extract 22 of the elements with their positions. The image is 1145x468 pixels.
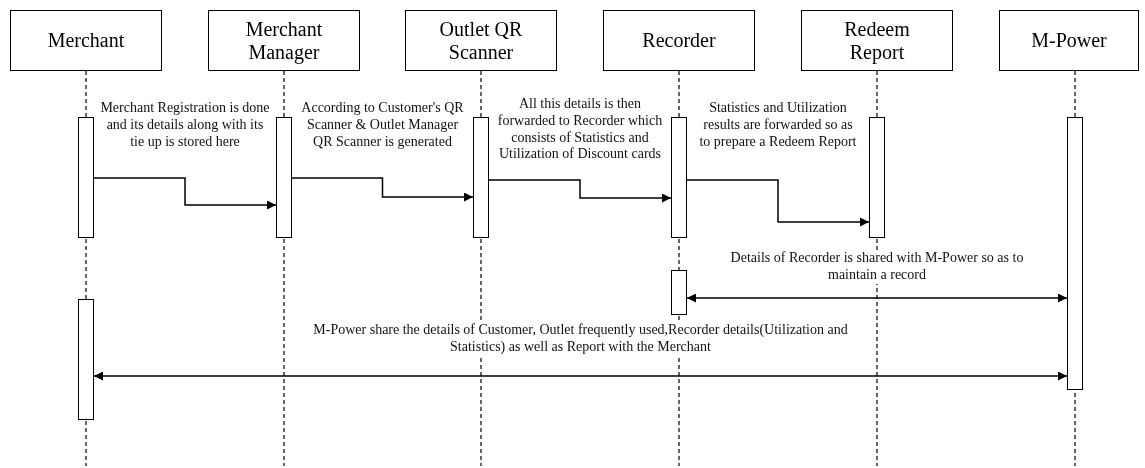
message-arrow bbox=[686, 293, 1068, 303]
activation-bar bbox=[78, 117, 94, 238]
activation-bar bbox=[671, 270, 687, 315]
participant-box: Merchant Manager bbox=[208, 10, 360, 71]
message-arrow bbox=[93, 371, 1068, 381]
message-arrow bbox=[686, 179, 870, 227]
activation-bar bbox=[473, 117, 489, 238]
activation-bar bbox=[869, 117, 885, 238]
activation-bar bbox=[78, 299, 94, 420]
message-arrow bbox=[488, 179, 672, 203]
activation-bar bbox=[276, 117, 292, 238]
participant-box: Recorder bbox=[603, 10, 755, 71]
activation-bar bbox=[1067, 117, 1083, 390]
participant-box: Redeem Report bbox=[801, 10, 953, 71]
activation-bar bbox=[671, 117, 687, 238]
message-label: Merchant Registration is done and its details along with its tie up is stored here bbox=[98, 100, 272, 151]
participant-box: M-Power bbox=[999, 10, 1139, 71]
participant-box: Outlet QR Scanner bbox=[405, 10, 557, 71]
message-arrow bbox=[291, 177, 474, 202]
message-label: Statistics and Utilization results are forwarded so as to prepare a Redeem Report bbox=[696, 100, 860, 151]
message-arrow bbox=[93, 177, 277, 210]
participant-box: Merchant bbox=[10, 10, 162, 71]
